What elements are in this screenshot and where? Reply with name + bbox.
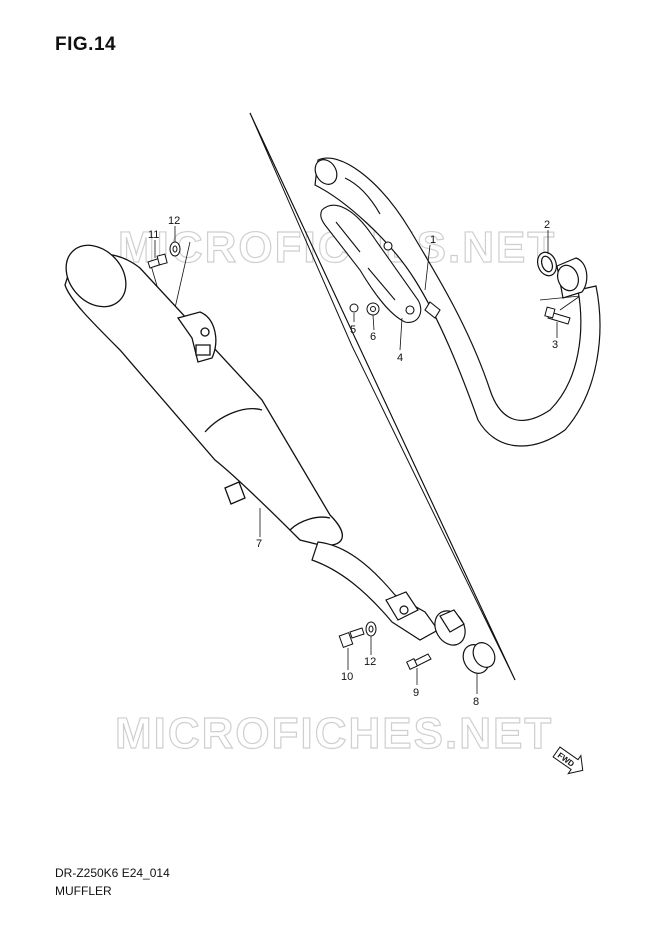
figure-code: DR-Z250K6 E24_014: [55, 866, 170, 880]
pipe-bolt: [544, 306, 571, 325]
gasket: [536, 251, 558, 277]
callout-4: 4: [397, 352, 403, 364]
callout-6: 6: [370, 331, 376, 343]
leader-lines: [154, 226, 558, 694]
exhaust-pipe: [314, 157, 601, 447]
connector-pipe: [311, 541, 466, 646]
fwd-arrow-icon: FWD: [552, 746, 584, 775]
callout-2: 2: [544, 219, 550, 231]
nut: [349, 303, 359, 313]
callout-12-upper: 12: [168, 215, 180, 227]
callout-1: 1: [430, 234, 436, 246]
washer-lower: [365, 621, 377, 637]
callout-7: 7: [256, 538, 262, 550]
callout-11: 11: [148, 229, 159, 241]
mount-bolt-lower: [338, 627, 365, 648]
watermark-bottom: MICROFICHES.NET: [115, 709, 553, 758]
callout-10: 10: [341, 671, 353, 683]
figure-name: MUFFLER: [55, 884, 112, 898]
callout-3: 3: [552, 339, 558, 351]
figure-title: FIG.14: [55, 34, 117, 55]
washer-upper: [169, 241, 181, 257]
heat-protector: [320, 204, 441, 323]
clamp-cushion: [462, 642, 496, 674]
callout-5: 5: [350, 324, 356, 336]
callout-9: 9: [413, 687, 419, 699]
washer-6: [366, 302, 380, 316]
mount-bolt-upper: [147, 253, 168, 269]
pipe-flange: [556, 257, 588, 299]
clamp-bolt: [406, 653, 432, 670]
muffler: [64, 244, 343, 547]
callout-12-lower: 12: [364, 656, 376, 668]
callout-8: 8: [473, 696, 479, 708]
